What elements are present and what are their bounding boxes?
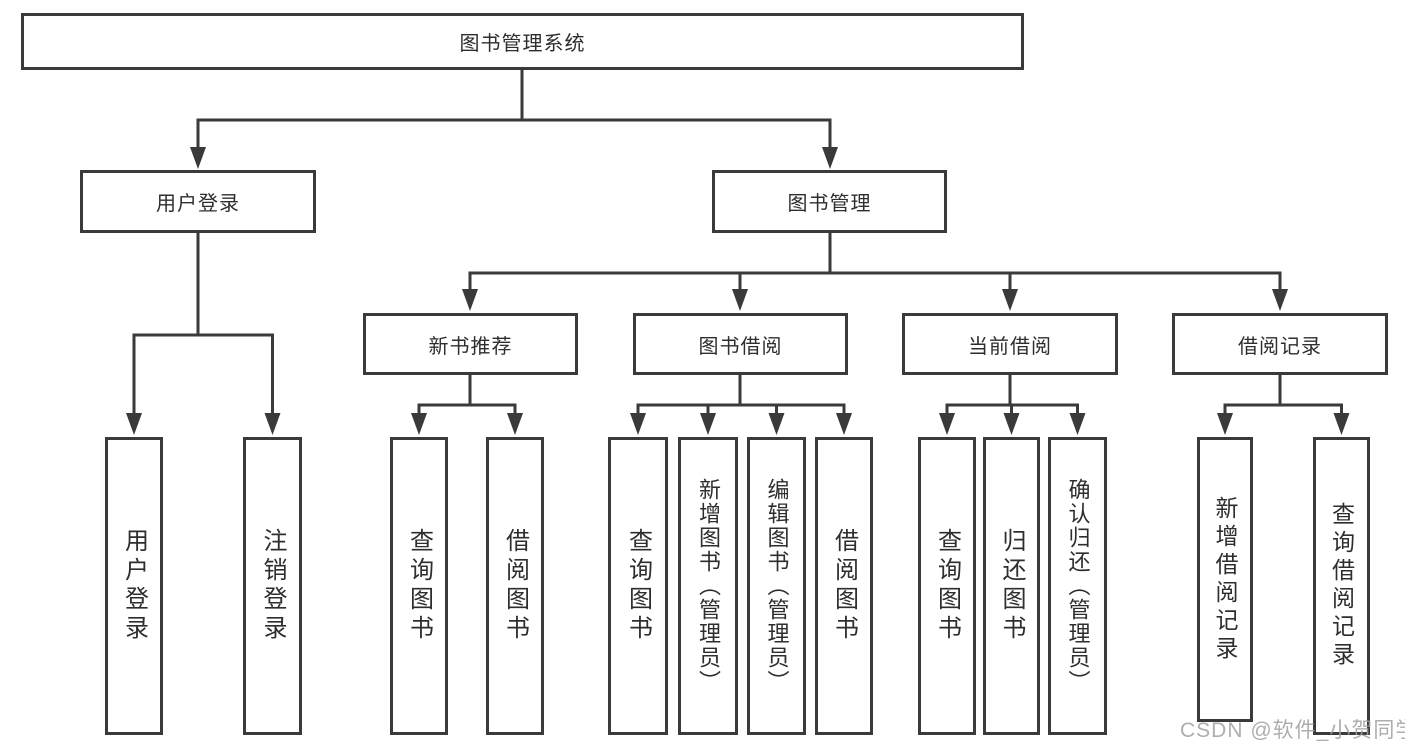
- leaf-confirm-return-admin-label: 确认归还（管理员）: [1065, 478, 1091, 694]
- node-current-borrowing-label: 当前借阅: [968, 335, 1052, 358]
- node-book-management-label: 图书管理: [787, 193, 872, 215]
- leaf-query-borrow-record: 查询借阅记录: [1313, 437, 1370, 735]
- leaf-borrow-books-borrowing-label: 借阅图书: [830, 528, 858, 644]
- leaf-query-books-recommend-label: 查询图书: [405, 528, 433, 644]
- watermark-text: CSDN @软件_小贺同学: [1180, 719, 1405, 742]
- node-book-borrowing-label: 图书借阅: [698, 335, 783, 358]
- leaf-edit-books-admin: 编辑图书（管理员）: [747, 437, 806, 735]
- node-library-management-system: 图书管理系统: [21, 13, 1024, 70]
- leaf-query-borrow-record-label: 查询借阅记录: [1328, 502, 1355, 670]
- leaf-add-borrow-record: 新增借阅记录: [1197, 437, 1253, 722]
- node-library-management-system-label: 图书管理系统: [459, 33, 586, 55]
- leaf-query-books-current: 查询图书: [918, 437, 976, 735]
- leaf-logout: 注销登录: [243, 437, 302, 735]
- node-borrowing-records-label: 借阅记录: [1238, 335, 1322, 358]
- node-current-borrowing: 当前借阅: [902, 313, 1118, 375]
- leaf-add-books-admin: 新增图书（管理员）: [678, 437, 738, 735]
- node-new-book-recommendation: 新书推荐: [363, 313, 578, 375]
- node-book-borrowing: 图书借阅: [633, 313, 848, 375]
- leaf-add-borrow-record-label: 新增借阅记录: [1212, 495, 1238, 664]
- leaf-return-books: 归还图书: [983, 437, 1040, 735]
- leaf-borrow-books-recommend: 借阅图书: [486, 437, 544, 735]
- leaf-confirm-return-admin: 确认归还（管理员）: [1048, 437, 1107, 735]
- leaf-edit-books-admin-label: 编辑图书（管理员）: [764, 478, 790, 694]
- leaf-return-books-label: 归还图书: [998, 528, 1025, 644]
- leaf-user-login: 用户登录: [105, 437, 163, 735]
- node-user-login: 用户登录: [80, 170, 316, 233]
- leaf-query-books-borrowing: 查询图书: [608, 437, 668, 735]
- leaf-add-books-admin-label: 新增图书（管理员）: [696, 478, 721, 694]
- node-new-book-recommendation-label: 新书推荐: [428, 335, 513, 358]
- node-book-management: 图书管理: [712, 170, 947, 233]
- leaf-borrow-books-borrowing: 借阅图书: [815, 437, 873, 735]
- leaf-query-books-borrowing-label: 查询图书: [624, 528, 652, 644]
- node-borrowing-records: 借阅记录: [1172, 313, 1388, 375]
- leaf-query-books-current-label: 查询图书: [933, 528, 961, 644]
- leaf-user-login-label: 用户登录: [120, 528, 148, 644]
- leaf-logout-label: 注销登录: [259, 528, 286, 644]
- leaf-query-books-recommend: 查询图书: [390, 437, 448, 735]
- node-user-login-label: 用户登录: [156, 193, 240, 215]
- leaf-borrow-books-recommend-label: 借阅图书: [501, 528, 529, 644]
